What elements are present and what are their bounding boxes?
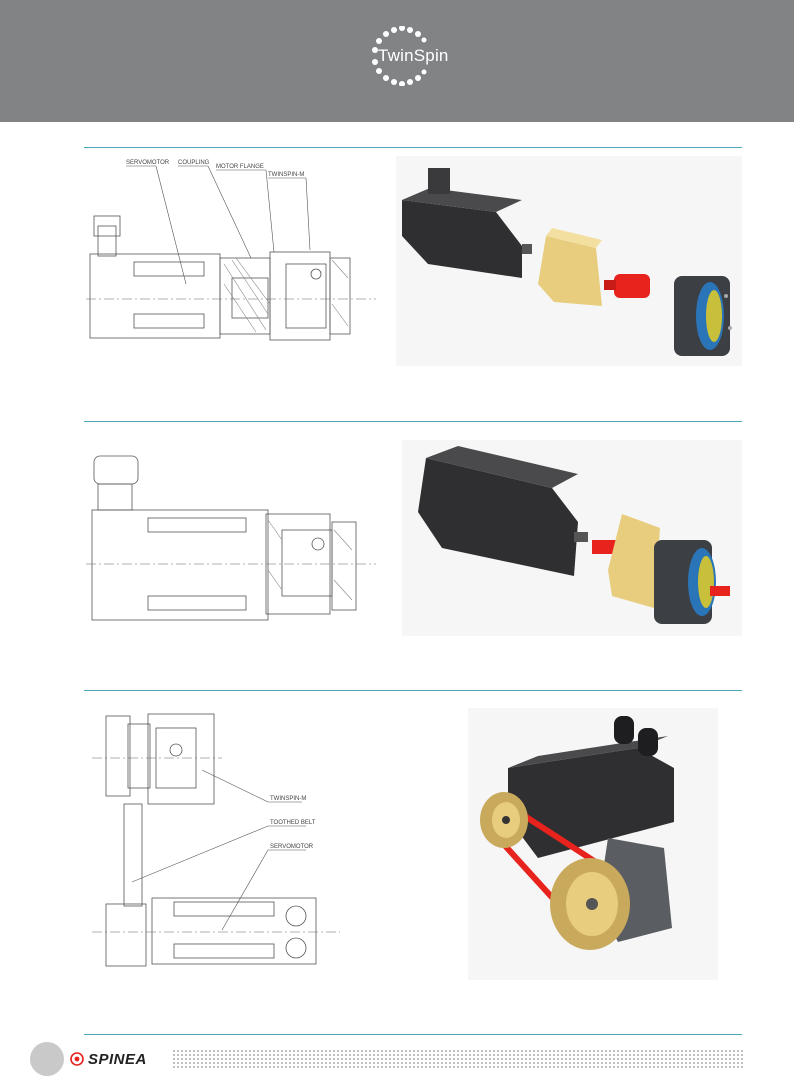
footer-dot-pattern [172, 1049, 744, 1069]
motor-flange-render [608, 514, 660, 608]
label-twinspin-m: TWINSPIN-M [270, 796, 306, 802]
section-divider [84, 421, 742, 422]
label-motor-flange: MOTOR FLANGE [216, 164, 264, 170]
section-divider [84, 690, 742, 691]
brand-name: SPINEA [88, 1050, 147, 1068]
motor-flange-render [538, 228, 602, 306]
label-twinspin-m: TWINSPIN-M [268, 172, 304, 178]
servomotor-render [508, 716, 674, 858]
footer-divider [84, 1034, 742, 1035]
technical-drawing-direct [86, 440, 376, 640]
logo-dot-ring [372, 25, 427, 87]
twinspin-logo: TwinSpin [366, 25, 450, 87]
servomotor-render [418, 446, 588, 576]
section-divider [84, 147, 742, 148]
coupling-render [604, 274, 650, 298]
page-number-circle [30, 1042, 64, 1076]
twinspin-render [674, 276, 732, 356]
logo-text: TwinSpin [378, 46, 449, 65]
servomotor-render [402, 168, 532, 278]
label-toothed-belt: TOOTHED BELT [270, 820, 316, 826]
label-coupling: COUPLING [178, 160, 210, 166]
render-coupling-assembly [396, 156, 742, 366]
spinea-logo-icon [70, 1052, 84, 1066]
small-pulley-render [480, 792, 528, 848]
render-belt-assembly [468, 708, 718, 980]
label-servomotor: SERVOMOTOR [270, 844, 314, 850]
label-servomotor: SERVOMOTOR [126, 160, 170, 166]
spinea-logo: SPINEA [70, 1049, 147, 1069]
technical-drawing-belt: TWINSPIN-M TOOTHED BELT SERVOMOTOR [92, 710, 340, 972]
page-header: TwinSpin [0, 0, 794, 122]
technical-drawing-coupling: SERVOMOTOR COUPLING MOTOR FLANGE TWINSPI… [86, 154, 376, 354]
large-pulley-render [550, 858, 630, 950]
render-direct-assembly [402, 440, 742, 636]
twinspin-render [654, 540, 730, 624]
